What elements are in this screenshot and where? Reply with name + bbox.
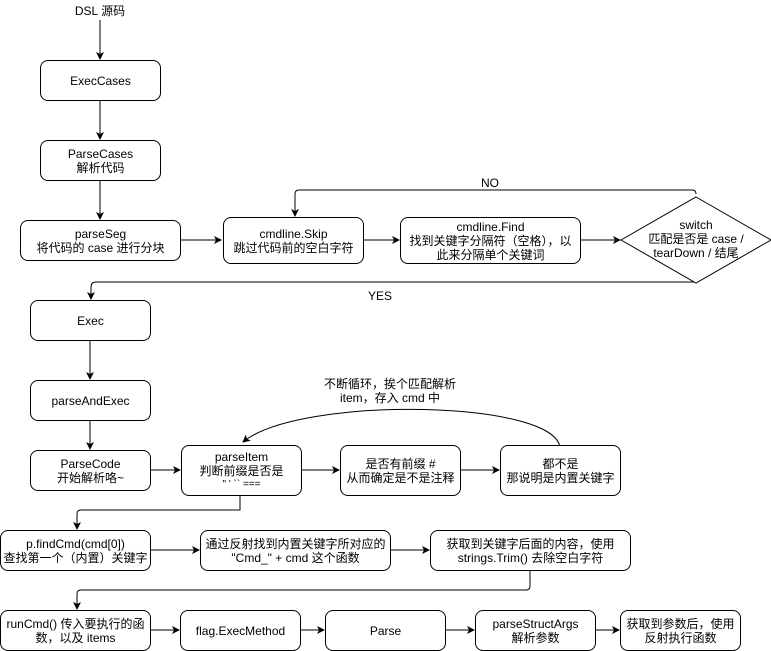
node-parse-item-line-1: parseItem <box>214 449 269 464</box>
node-exec-cases-line-1: ExecCases <box>70 73 131 88</box>
node-exec-line-1: Exec <box>77 313 104 328</box>
node-find-cmd-line-1: p.findCmd(cmd[0]) <box>26 536 125 551</box>
node-parse-item-line-2: 判断前缀是否是 <box>199 463 284 478</box>
node-switch[interactable]: switch 匹配是否是 case / tearDown / 结尾 <box>621 218 771 260</box>
node-run-cmd-line-2: 数，以及 items <box>35 630 116 645</box>
node-parse-and-exec-line-1: parseAndExec <box>51 393 130 408</box>
node-parse-cases-line-1: ParseCases <box>67 146 134 161</box>
node-parse-code[interactable]: ParseCode 开始解析咯~ <box>30 450 151 491</box>
start-label: DSL 源码 <box>74 4 126 18</box>
node-prefix-hash-line-1: 是否有前缀 # <box>365 456 436 471</box>
node-trim-content-line-2: strings.Trim() 去除空白字符 <box>457 550 604 565</box>
node-reflect-find-line-2: "Cmd_" + cmd 这个函数 <box>231 550 360 565</box>
node-parse-code-line-1: ParseCode <box>60 456 121 471</box>
node-trim-content-line-1: 获取到关键字后面的内容，使用 <box>446 536 615 551</box>
node-none-match[interactable]: 都不是 那说明是内置关键字 <box>500 445 621 496</box>
node-reflect-exec-line-2: 反射执行函数 <box>644 630 717 645</box>
node-none-match-line-2: 那说明是内置关键字 <box>506 470 615 485</box>
node-parse-cases-line-2: 解析代码 <box>76 160 125 175</box>
node-switch-line-3: tearDown / 结尾 <box>653 246 739 260</box>
node-parse-item-line-3: " ' `` === <box>222 478 261 490</box>
edge-label-yes: YES <box>367 289 392 303</box>
node-parse-struct-args-line-1: parseStructArgs <box>492 616 579 631</box>
node-parse-line-1: Parse <box>369 623 402 638</box>
edge-switch-yes <box>87 281 696 300</box>
node-parse[interactable]: Parse <box>325 610 446 651</box>
node-flag-exec-method[interactable]: flag.ExecMethod <box>180 610 301 651</box>
edge-parseitem-findcmd <box>73 496 241 530</box>
node-parse-seg-line-2: 将代码的 case 进行分块 <box>36 240 165 255</box>
node-exec[interactable]: Exec <box>30 300 151 341</box>
node-reflect-exec-line-1: 获取到参数后，使用 <box>626 616 735 631</box>
node-prefix-hash-line-2: 从而确定是不是注释 <box>346 470 455 485</box>
node-parse-struct-args-line-2: 解析参数 <box>511 630 560 645</box>
node-flag-exec-method-line-1: flag.ExecMethod <box>195 623 286 638</box>
node-prefix-hash[interactable]: 是否有前缀 # 从而确定是不是注释 <box>340 445 461 496</box>
switch-diamond <box>619 196 771 284</box>
node-cmdline-skip-line-2: 跳过代码前的空白字符 <box>233 240 354 255</box>
node-switch-line-2: 匹配是否是 case / <box>648 232 744 246</box>
node-find-cmd[interactable]: p.findCmd(cmd[0]) 查找第一个（内置）关键字 <box>0 530 151 571</box>
node-reflect-find[interactable]: 通过反射找到内置关键字所对应的 "Cmd_" + cmd 这个函数 <box>200 530 391 571</box>
node-parse-cases[interactable]: ParseCases 解析代码 <box>40 140 161 181</box>
node-parse-item[interactable]: parseItem 判断前缀是否是 " ' `` === <box>181 445 302 496</box>
node-parse-and-exec[interactable]: parseAndExec <box>30 380 151 421</box>
node-none-match-line-1: 都不是 <box>542 456 579 471</box>
edge-switch-no <box>291 189 697 217</box>
edge-label-no: NO <box>481 176 499 190</box>
node-run-cmd-line-1: runCmd() 传入要执行的函 <box>6 616 145 631</box>
edge-loop <box>242 408 561 450</box>
node-parse-seg-line-1: parseSeg <box>74 226 127 241</box>
node-parse-code-line-2: 开始解析咯~ <box>56 470 124 485</box>
node-cmdline-find-line-2: 找到关键字分隔符（空格），以 <box>409 233 572 248</box>
node-parse-struct-args[interactable]: parseStructArgs 解析参数 <box>475 610 596 651</box>
edge-label-loop-line-2: item，存入 cmd 中 <box>339 391 440 405</box>
node-parse-seg[interactable]: parseSeg 将代码的 case 进行分块 <box>20 220 181 261</box>
node-exec-cases[interactable]: ExecCases <box>40 60 161 101</box>
edge-trim-runcmd <box>73 571 531 610</box>
edge-label-loop: 不断循环，挨个匹配解析 item，存入 cmd 中 <box>320 377 460 405</box>
node-cmdline-find[interactable]: cmdline.Find 找到关键字分隔符（空格），以 此来分隔单个关键词 <box>400 217 581 264</box>
node-reflect-exec[interactable]: 获取到参数后，使用 反射执行函数 <box>620 610 741 651</box>
node-trim-content[interactable]: 获取到关键字后面的内容，使用 strings.Trim() 去除空白字符 <box>430 530 631 571</box>
node-cmdline-skip[interactable]: cmdline.Skip 跳过代码前的空白字符 <box>223 217 364 264</box>
node-find-cmd-line-2: 查找第一个（内置）关键字 <box>3 550 148 565</box>
edge-label-loop-line-1: 不断循环，挨个匹配解析 <box>323 377 456 391</box>
node-cmdline-skip-line-1: cmdline.Skip <box>259 226 328 241</box>
node-switch-line-1: switch <box>679 218 713 232</box>
node-run-cmd[interactable]: runCmd() 传入要执行的函 数，以及 items <box>0 610 151 651</box>
node-reflect-find-line-1: 通过反射找到内置关键字所对应的 <box>205 536 386 551</box>
node-cmdline-find-line-1: cmdline.Find <box>456 219 525 234</box>
node-cmdline-find-line-3: 此来分隔单个关键词 <box>436 247 545 262</box>
